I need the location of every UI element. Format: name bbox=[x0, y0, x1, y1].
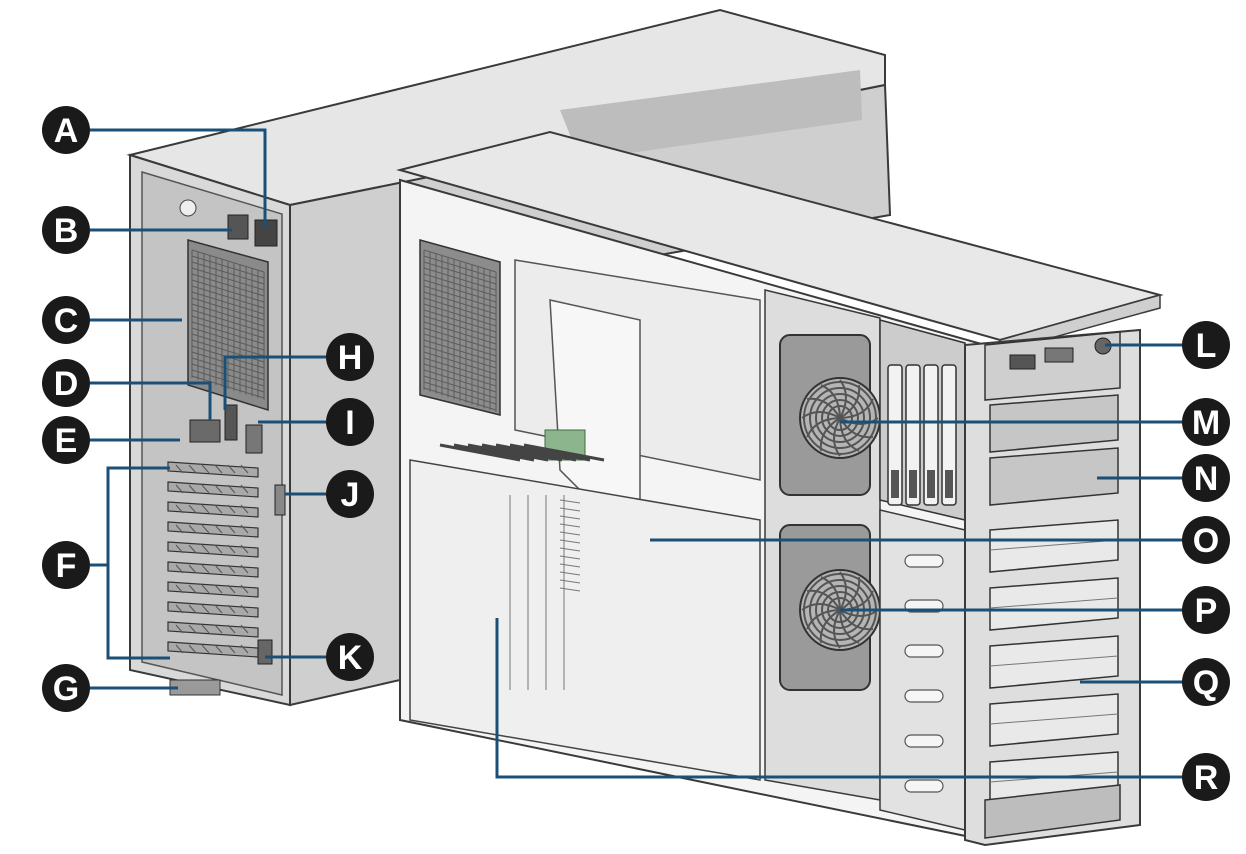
slot-cover bbox=[167, 621, 259, 638]
callout-letter: A bbox=[54, 112, 79, 150]
callout-letter: H bbox=[338, 339, 363, 377]
callout-i: I bbox=[326, 398, 374, 446]
rear-latch bbox=[257, 639, 273, 665]
callout-letter: D bbox=[54, 365, 79, 403]
slot-cover bbox=[167, 501, 259, 518]
front-bottom-vent bbox=[984, 784, 1121, 839]
leader-a bbox=[90, 128, 267, 228]
callout-o: O bbox=[1182, 516, 1230, 564]
front-usb-ports bbox=[1044, 347, 1074, 363]
callout-a: A bbox=[42, 106, 90, 154]
callout-letter: P bbox=[1195, 592, 1218, 630]
leader-f bbox=[90, 466, 170, 660]
rear-fan-grill bbox=[187, 239, 269, 412]
callout-q: Q bbox=[1182, 658, 1230, 706]
callout-letter: N bbox=[1194, 460, 1219, 498]
slot-cover bbox=[167, 581, 259, 598]
slot-cover bbox=[167, 601, 259, 618]
callout-e: E bbox=[42, 416, 90, 464]
callout-letter: K bbox=[338, 639, 363, 677]
callout-letter: C bbox=[54, 302, 79, 340]
callout-letter: E bbox=[55, 422, 78, 460]
psu-connector-b bbox=[227, 214, 249, 240]
callout-h: H bbox=[326, 333, 374, 381]
callout-leaders bbox=[90, 128, 1185, 779]
callout-n: N bbox=[1182, 454, 1230, 502]
slot-cover bbox=[167, 541, 259, 558]
callout-letter: G bbox=[53, 670, 79, 708]
callout-f: F bbox=[42, 541, 90, 589]
leader-h bbox=[223, 355, 330, 410]
callout-p: P bbox=[1182, 586, 1230, 634]
front-vga-port bbox=[1009, 354, 1036, 370]
drive-tray bbox=[989, 519, 1119, 573]
padlock-loop bbox=[274, 484, 286, 516]
callout-r: R bbox=[1182, 753, 1230, 801]
rear-chassis-side-shade bbox=[560, 70, 862, 160]
callout-m: M bbox=[1182, 398, 1230, 446]
callout-b: B bbox=[42, 206, 90, 254]
callout-letter: Q bbox=[1193, 664, 1219, 702]
callout-letter: F bbox=[56, 547, 77, 585]
leader-d bbox=[90, 381, 212, 420]
callout-letter: L bbox=[1196, 327, 1217, 365]
slot-cover bbox=[167, 521, 259, 538]
pci-slots bbox=[439, 443, 605, 462]
callout-d: D bbox=[42, 359, 90, 407]
callout-g: G bbox=[42, 664, 90, 712]
peripheral-bay-2 bbox=[989, 447, 1119, 506]
rear-port-h bbox=[224, 404, 238, 441]
serial-port bbox=[189, 419, 221, 443]
drive-tray bbox=[989, 577, 1119, 631]
system-fan-lower bbox=[779, 524, 881, 691]
leader-r bbox=[495, 618, 1185, 779]
slot-cover bbox=[167, 481, 259, 498]
screw-hole bbox=[179, 199, 197, 217]
callout-letter: J bbox=[341, 476, 360, 514]
callout-letter: B bbox=[54, 212, 79, 250]
callout-letter: I bbox=[345, 404, 354, 442]
callout-letter: M bbox=[1192, 404, 1220, 442]
drive-tray bbox=[989, 693, 1119, 747]
callout-letter: R bbox=[1194, 759, 1219, 797]
callout-j: J bbox=[326, 470, 374, 518]
hot-swap-drive-cage bbox=[879, 319, 966, 521]
callout-letter: O bbox=[1193, 522, 1219, 560]
drive-tray bbox=[989, 635, 1119, 689]
slot-cover bbox=[167, 561, 259, 578]
callout-c: C bbox=[42, 296, 90, 344]
front-chassis bbox=[396, 130, 1164, 847]
rear-port-i bbox=[245, 424, 263, 454]
system-fan-upper bbox=[779, 334, 881, 496]
expansion-slot-covers bbox=[167, 461, 259, 658]
callout-l: L bbox=[1182, 321, 1230, 369]
front-control-panel bbox=[984, 331, 1121, 401]
callout-k: K bbox=[326, 633, 374, 681]
